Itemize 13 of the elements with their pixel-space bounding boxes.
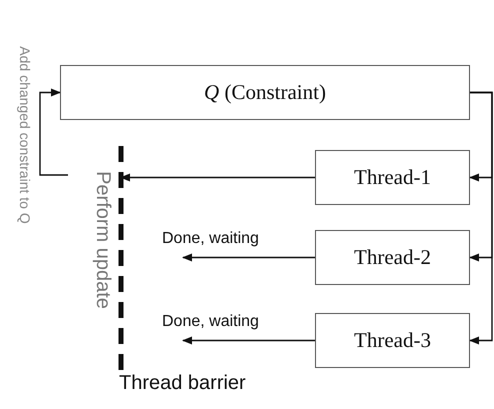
edge-label: Done, waiting: [162, 313, 259, 331]
edge-label: Done, waiting: [162, 230, 259, 248]
arrow: [39, 88, 68, 176]
arrow: [182, 254, 315, 262]
constraint-box: Q (Constraint): [60, 65, 470, 120]
barrier-label: Thread barrier: [119, 372, 246, 395]
arrow: [182, 336, 315, 344]
arrow: [469, 92, 493, 344]
process-note: Perform update: [91, 171, 114, 309]
thread-box: Thread-3: [315, 313, 470, 368]
thread-box: Thread-1: [315, 150, 470, 205]
edge-label: Add changed constraint to Q: [17, 46, 33, 224]
thread-box: Thread-2: [315, 230, 470, 285]
